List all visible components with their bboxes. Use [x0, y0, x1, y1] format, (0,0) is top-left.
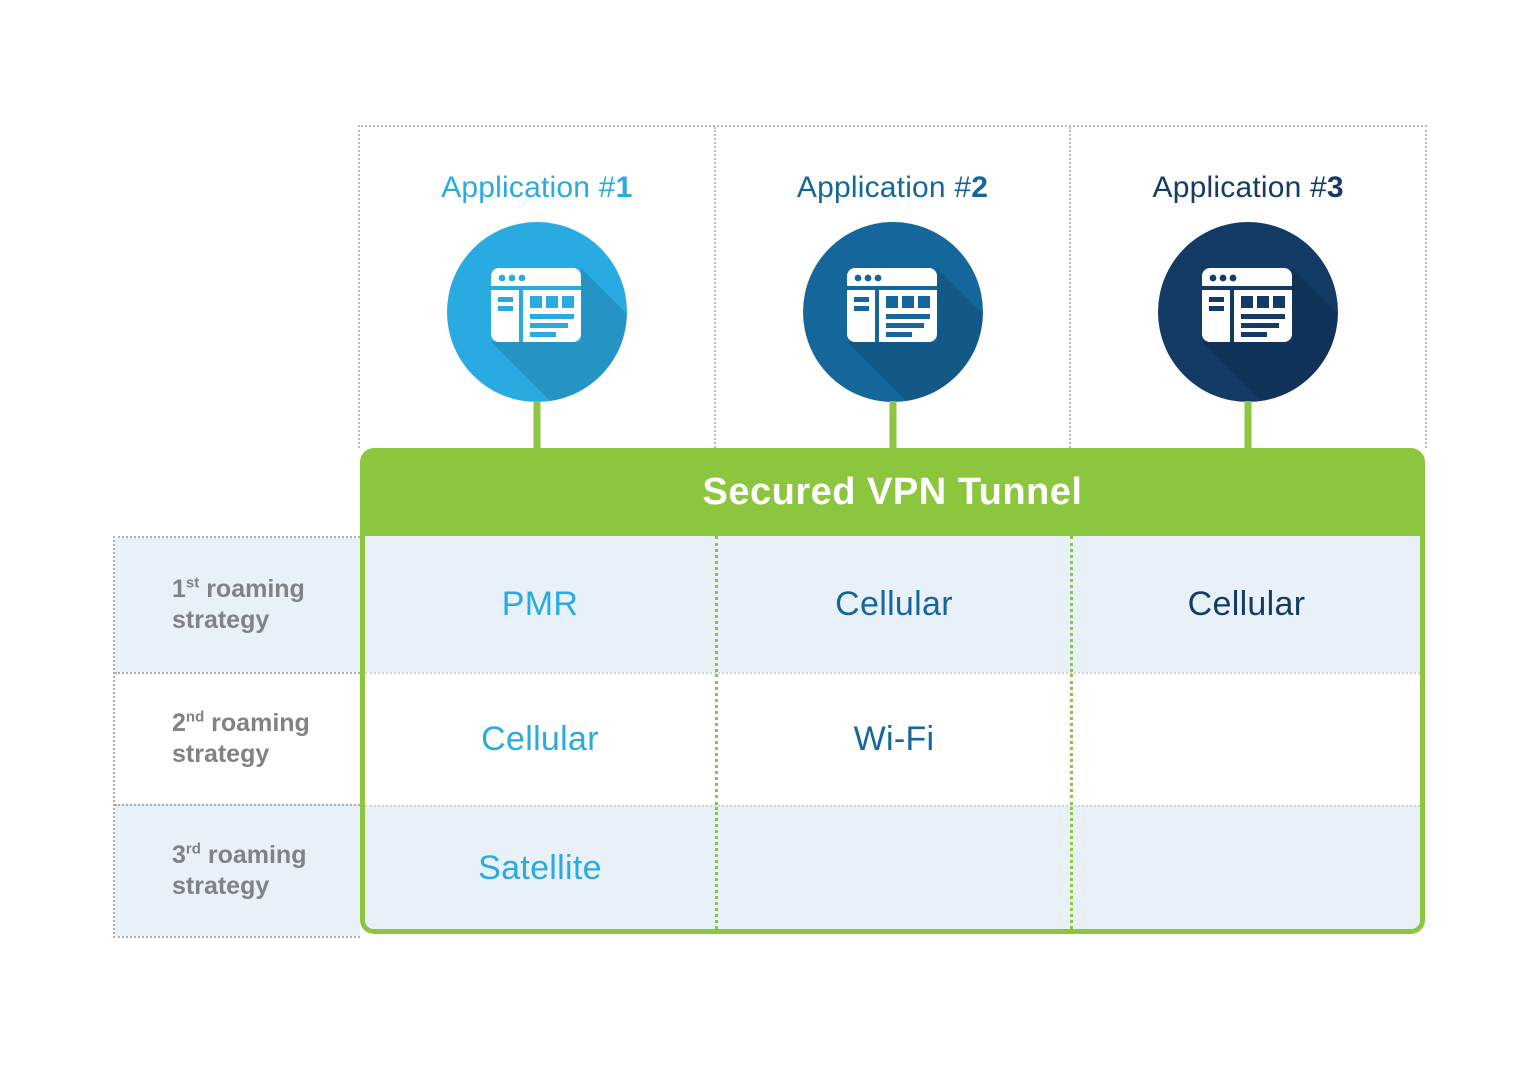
matrix-cell-1-3: Cellular [1070, 536, 1420, 672]
matrix-cell-2-2: Wi-Fi [715, 674, 1070, 805]
strategy-label: 3rd roaming strategy [172, 840, 307, 900]
strategy-label: 1st roaming strategy [172, 574, 305, 634]
matrix-row-2: Cellular Wi-Fi [365, 672, 1420, 805]
matrix-cell-1-2: Cellular [715, 536, 1070, 672]
matrix-row-1: PMR Cellular Cellular [365, 536, 1420, 672]
app-window-icon [846, 268, 937, 342]
application-label: Application #2 [796, 171, 989, 204]
application-label: Application #3 [1152, 171, 1344, 204]
strategy-label-row-1: 1st roaming strategy [115, 538, 360, 672]
matrix-cell-2-1: Cellular [481, 720, 599, 758]
connector-line [1244, 401, 1252, 450]
matrix-cell-2-3 [1070, 674, 1420, 805]
matrix-cell-3-1: Satellite [478, 848, 602, 887]
application-circle-icon [446, 222, 627, 402]
matrix-row-3: Satellite [365, 805, 1420, 929]
connector-line [889, 401, 896, 450]
matrix-cell-3-2 [715, 807, 1070, 929]
connector-line [533, 401, 541, 450]
matrix-cell-3-3 [1070, 807, 1420, 929]
application-label: Application #1 [441, 171, 633, 204]
strategy-label-row-3: 3rd roaming strategy [115, 804, 360, 936]
matrix-cell-1-1: PMR [501, 584, 579, 623]
vpn-tunnel-title: Secured VPN Tunnel [702, 470, 1083, 513]
application-circle-icon [802, 222, 983, 402]
vpn-tunnel-banner: Secured VPN Tunnel [360, 448, 1425, 536]
application-column-1: Application #1 [360, 127, 714, 450]
application-column-3: Application #3 [1069, 127, 1425, 450]
strategy-label: 2nd roaming strategy [172, 708, 310, 768]
roaming-matrix: PMR Cellular Cellular Cellular Wi-Fi Sat… [360, 536, 1425, 934]
application-circle-icon [1158, 222, 1339, 402]
app-window-icon [1202, 268, 1293, 342]
application-column-2: Application #2 [713, 127, 1070, 450]
strategy-labels-column: 1st roaming strategy 2nd roaming strateg… [113, 536, 360, 938]
app-window-icon [490, 268, 581, 342]
strategy-label-row-2: 2nd roaming strategy [115, 672, 360, 804]
applications-panel: Application #1 [358, 125, 1427, 450]
